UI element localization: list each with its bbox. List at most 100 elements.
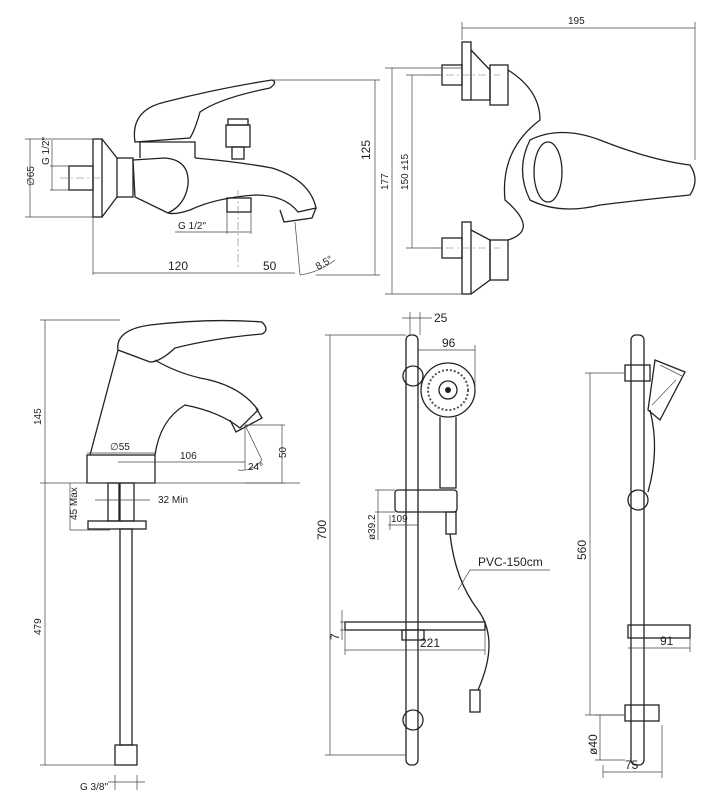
- outline-part: [401, 629, 425, 641]
- outline-part: [101, 138, 118, 218]
- side-soap-dish: [627, 624, 691, 639]
- diverter-knob: [225, 124, 251, 148]
- bracket-diameter-label: ø40: [586, 734, 600, 755]
- hose-thread-label: G 3/8": [80, 782, 108, 793]
- slider: [394, 489, 458, 513]
- dimension-line: [299, 259, 336, 276]
- hose-connector: [445, 511, 457, 535]
- outline-part: [132, 157, 189, 214]
- hex-nut: [116, 157, 134, 198]
- dimension-line: [375, 489, 395, 540]
- outline-part: [438, 380, 458, 400]
- dimension-line: [406, 74, 442, 249]
- shank: [107, 482, 120, 522]
- bottom-flange: [461, 221, 472, 295]
- dish-width-label: 221: [420, 636, 440, 650]
- dimension-line: [40, 483, 115, 766]
- center-line: [60, 177, 239, 268]
- dimension-line: [602, 725, 663, 778]
- outline-part: [231, 146, 245, 160]
- dimension-line: [418, 345, 476, 390]
- dimension-line: [628, 638, 691, 652]
- shower-rail-side-drawing: 560 91 ø40 75: [575, 334, 691, 778]
- fixing-plate: [87, 520, 147, 530]
- dimension-line: [25, 138, 93, 218]
- outline-part: [489, 239, 509, 281]
- outlet-offset-label: 50: [263, 259, 277, 273]
- outline-part: [427, 369, 469, 411]
- shower-rail-front-drawing: 25 96 700 ø39.2 109 PVC-150cm 7 221: [315, 311, 550, 766]
- height-label: 145: [33, 408, 44, 425]
- bar-length-label: 700: [315, 520, 329, 540]
- outline-part: [469, 689, 481, 713]
- slider-depth-label: 109: [391, 514, 408, 525]
- outline-part: [445, 387, 451, 393]
- wall-mixer-drawing: 195 177 150 ±15: [380, 16, 696, 295]
- dish-depth-label: 91: [660, 634, 674, 648]
- bracket-depth-label: 75: [625, 758, 639, 772]
- outline-part: [489, 64, 509, 106]
- side-top-bracket: [624, 364, 651, 382]
- side-bottom-bracket: [624, 704, 660, 722]
- dimension-line: [270, 79, 380, 276]
- lever: [133, 79, 276, 143]
- min-hole-label: 32 Min: [158, 495, 188, 506]
- length-label: 120: [168, 259, 188, 273]
- base: [86, 454, 156, 484]
- side-slider: [627, 489, 649, 511]
- dimension-line: [50, 140, 69, 191]
- side-shower-head: [647, 359, 686, 422]
- mixer-body-top: [139, 141, 196, 158]
- dimension-line: [244, 424, 285, 484]
- outline-part: [651, 364, 683, 406]
- width-label: 195: [568, 16, 585, 27]
- shower-hose: [449, 533, 490, 691]
- spout-angle-label: 8.5°: [314, 254, 335, 272]
- basin-mixer-drawing: 145 ∅55 106 50 24° 45 Max 32 Min 479 G 3…: [33, 319, 300, 793]
- outlet: [226, 197, 252, 213]
- side-handle: [647, 409, 656, 493]
- flexible-hose: [119, 528, 133, 746]
- dimension-line: [92, 217, 301, 276]
- bracket-spacing-label: 560: [575, 540, 589, 560]
- shower-handle: [439, 417, 457, 489]
- slider-diameter-label: ø39.2: [367, 514, 378, 540]
- flange-diameter-label: ∅65: [26, 166, 37, 186]
- dimension-line: [175, 212, 252, 234]
- inlet-thread-label: G 1/2": [41, 137, 52, 165]
- outline-part: [279, 207, 317, 223]
- dimension-line: [40, 319, 120, 483]
- hose-length-label: 479: [33, 618, 44, 635]
- outline-part: [533, 141, 563, 203]
- bar-width-label: 25: [434, 311, 448, 325]
- soap-dish: [344, 621, 486, 631]
- top-bracket: [402, 365, 424, 387]
- bottom-bracket: [402, 709, 424, 731]
- rail-bar: [405, 334, 419, 766]
- bath-mixer-drawing: ∅65 G 1/2" G 1/2" 120 50 8.5° 125: [25, 79, 380, 276]
- side-rail-bar: [630, 334, 645, 766]
- hose-connector: [119, 482, 135, 522]
- max-thickness-label: 45 Max: [69, 487, 80, 520]
- dimension-line: [585, 372, 625, 716]
- dimension-line: [69, 483, 110, 531]
- hose-nut: [114, 744, 138, 766]
- dimension-line: [385, 67, 462, 295]
- dimension-line: [325, 334, 406, 756]
- dimension-line: [344, 630, 486, 655]
- dimension-line: [461, 22, 696, 160]
- body: [89, 349, 259, 456]
- spout-angle-label: 24°: [248, 462, 263, 473]
- reach-label: 106: [180, 451, 197, 462]
- outline-part: [227, 118, 249, 126]
- mixer-body: [503, 69, 541, 241]
- dimension-line: [340, 610, 345, 640]
- lever: [117, 319, 267, 363]
- top-flange: [461, 41, 472, 101]
- dimension-line: [402, 312, 432, 335]
- spout: [167, 157, 317, 215]
- spout-height-label: 50: [278, 446, 289, 458]
- dimension-line: [237, 459, 263, 471]
- dimension-line: [457, 569, 550, 591]
